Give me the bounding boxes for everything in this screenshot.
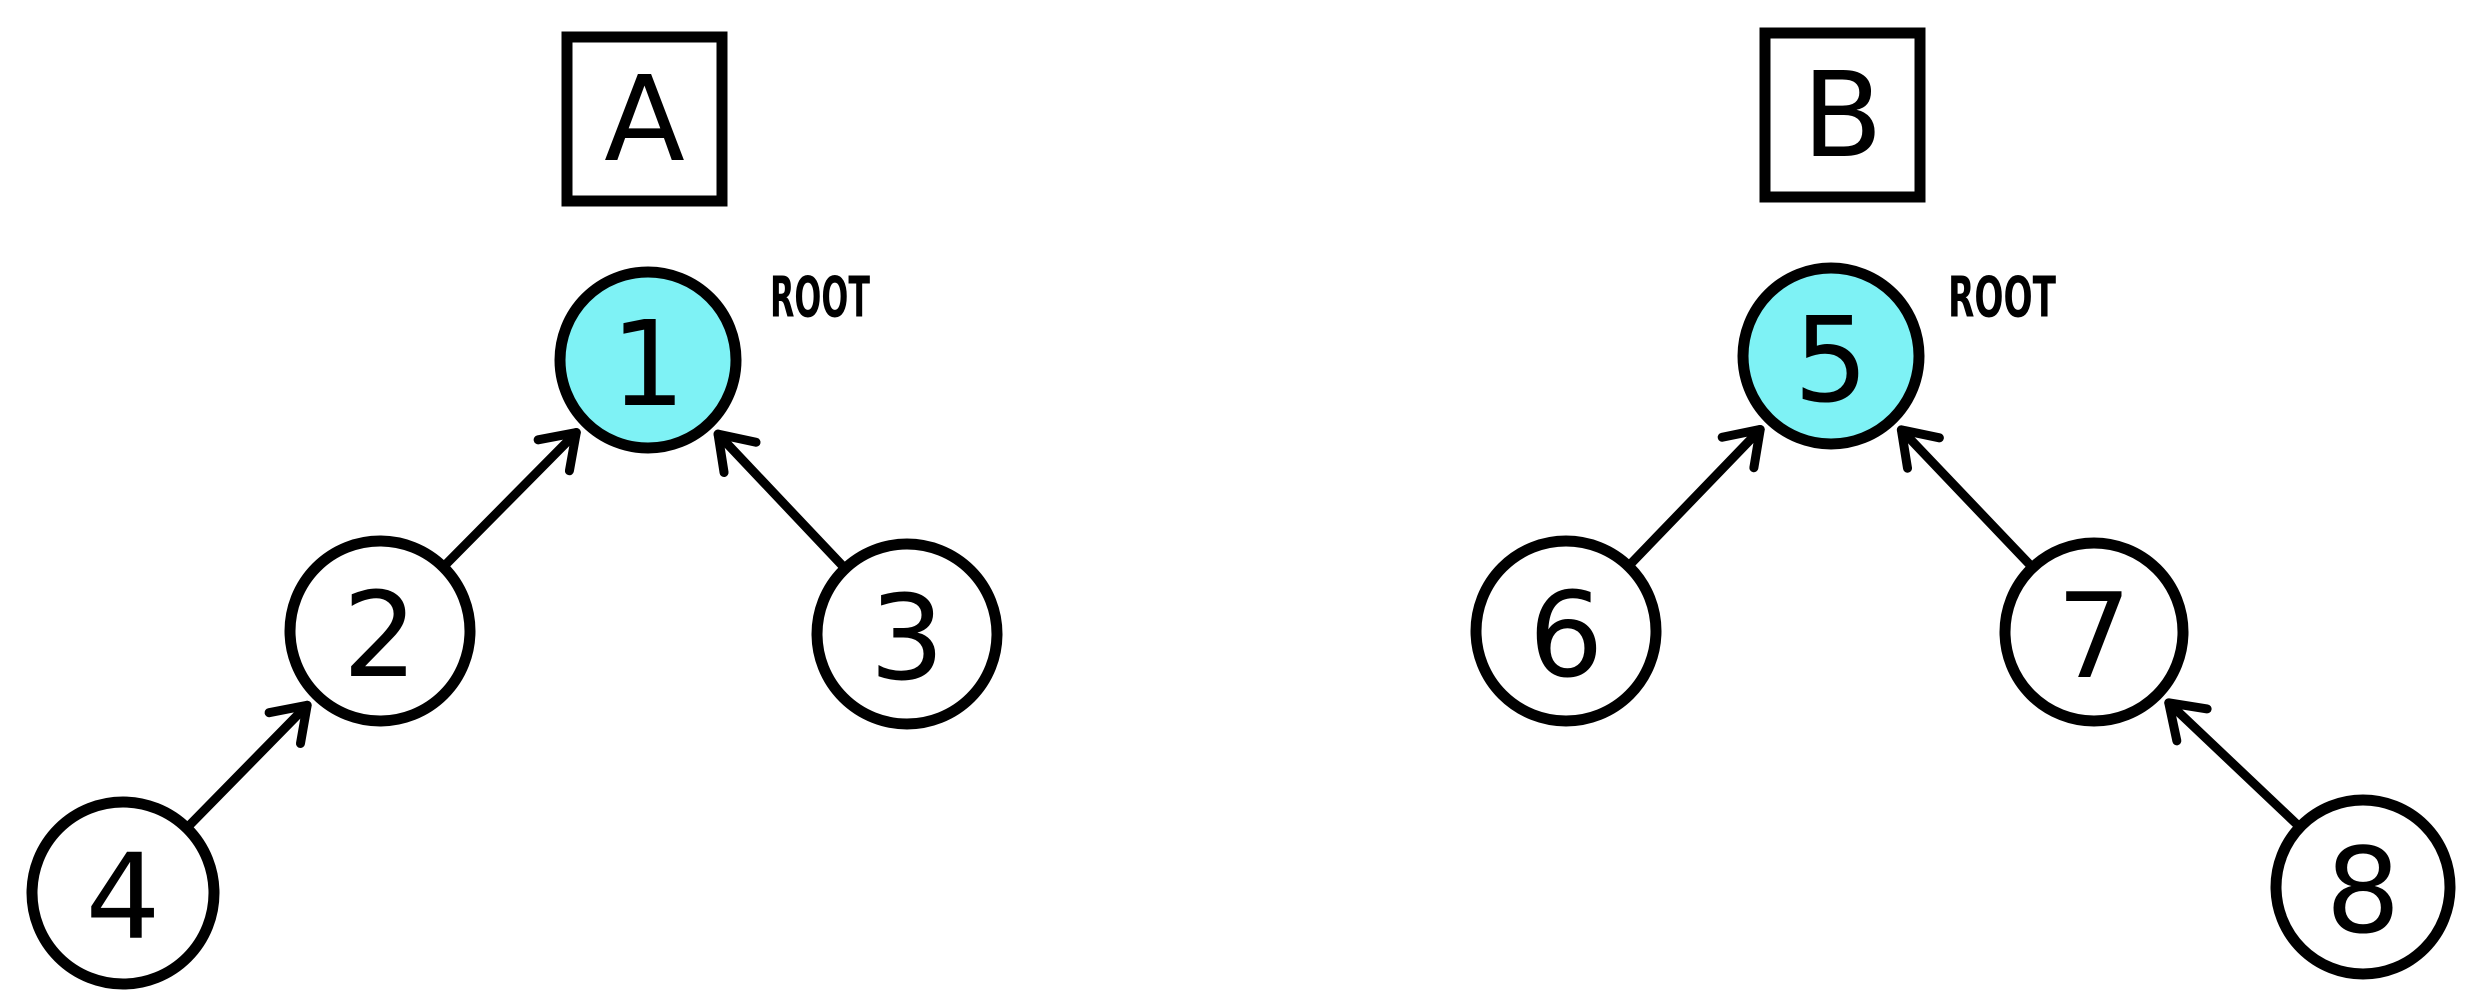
tree-label-a: A [604,50,685,188]
node-label-4: 4 [85,828,160,966]
node-circle-3 [811,538,1003,730]
tree-a: A ROOT 1 2 3 4 [26,31,1003,990]
node-label-2: 2 [342,566,417,704]
node-label-7: 7 [2056,567,2131,705]
node-label-6: 6 [1528,566,1603,704]
node-circle-6 [1470,535,1662,727]
tree-b: B ROOT 5 6 7 8 [1470,27,2456,980]
node-circle-1-root [554,266,742,454]
node-label-3: 3 [869,569,944,707]
node-circle-2 [284,535,476,727]
node-circle-5-root [1737,262,1925,450]
edge-2-to-1 [440,428,581,571]
edge-3-to-1 [713,429,849,572]
edge-4-to-2 [183,700,312,832]
tree-label-box-b [1759,27,1926,203]
node-label-1: 1 [610,295,685,433]
root-annotation-a: ROOT [770,266,870,331]
tree-label-box-a [561,31,728,207]
node-circle-8 [2270,794,2456,980]
node-label-8: 8 [2325,822,2400,960]
tree-label-b: B [1802,46,1883,184]
node-label-5: 5 [1793,291,1868,429]
edge-8-to-7 [2164,698,2303,831]
edge-7-to-5 [1896,425,2036,571]
node-circle-7 [1999,537,2189,727]
node-circle-4 [26,796,220,990]
root-annotation-b: ROOT [1948,266,2056,331]
edge-6-to-5 [1625,424,1765,570]
